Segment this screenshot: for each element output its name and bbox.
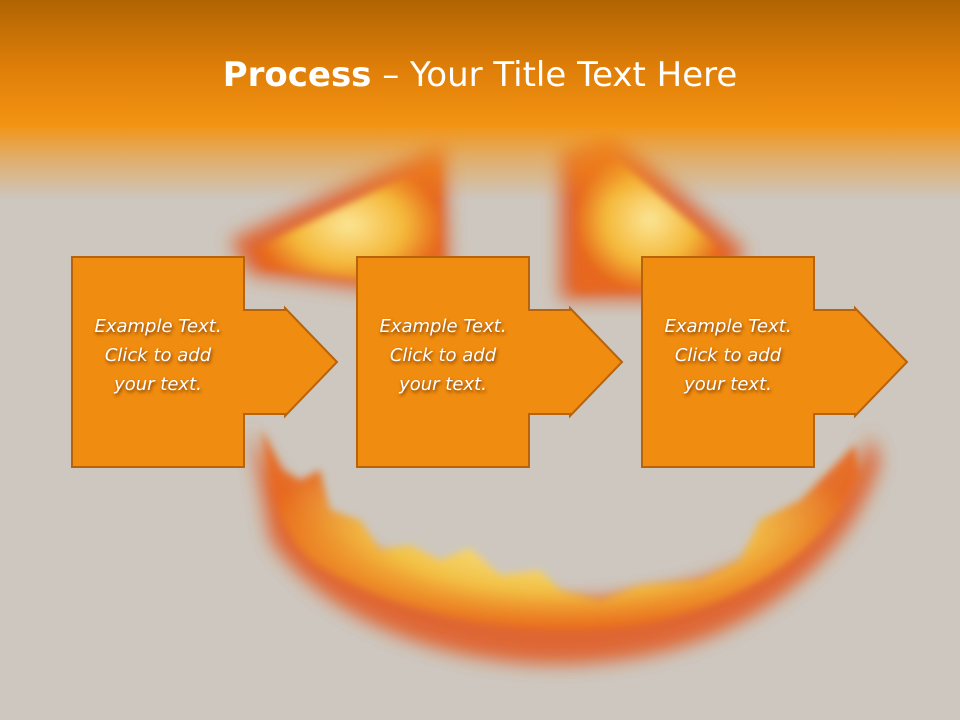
step-text-line: your text. (114, 374, 202, 395)
arrow-right-icon (356, 256, 624, 468)
slide-title[interactable]: Process – Your Title Text Here (0, 52, 960, 98)
step-reflection (641, 470, 909, 540)
step-text-line: Example Text. (664, 316, 792, 337)
step-text: Example Text. Click to add your text. (73, 312, 243, 399)
step-text-line: your text. (399, 374, 487, 395)
step-text-line: Click to add (674, 345, 782, 366)
arrow-right-icon (71, 256, 339, 468)
title-rest-text: – Your Title Text Here (371, 55, 738, 95)
process-step-2[interactable]: Example Text. Click to add your text. (356, 256, 624, 468)
title-banner (0, 0, 960, 200)
step-text-line: Example Text. (94, 316, 222, 337)
step-reflection (71, 470, 339, 540)
process-step-1[interactable]: Example Text. Click to add your text. (71, 256, 339, 468)
step-text-line: your text. (684, 374, 772, 395)
step-text-line: Example Text. (379, 316, 507, 337)
process-step-3[interactable]: Example Text. Click to add your text. (641, 256, 909, 468)
step-text-line: Click to add (389, 345, 497, 366)
step-text: Example Text. Click to add your text. (358, 312, 528, 399)
step-text: Example Text. Click to add your text. (643, 312, 813, 399)
step-reflection (356, 470, 624, 540)
arrow-right-icon (641, 256, 909, 468)
step-text-line: Click to add (104, 345, 212, 366)
title-bold-text: Process (222, 55, 372, 95)
